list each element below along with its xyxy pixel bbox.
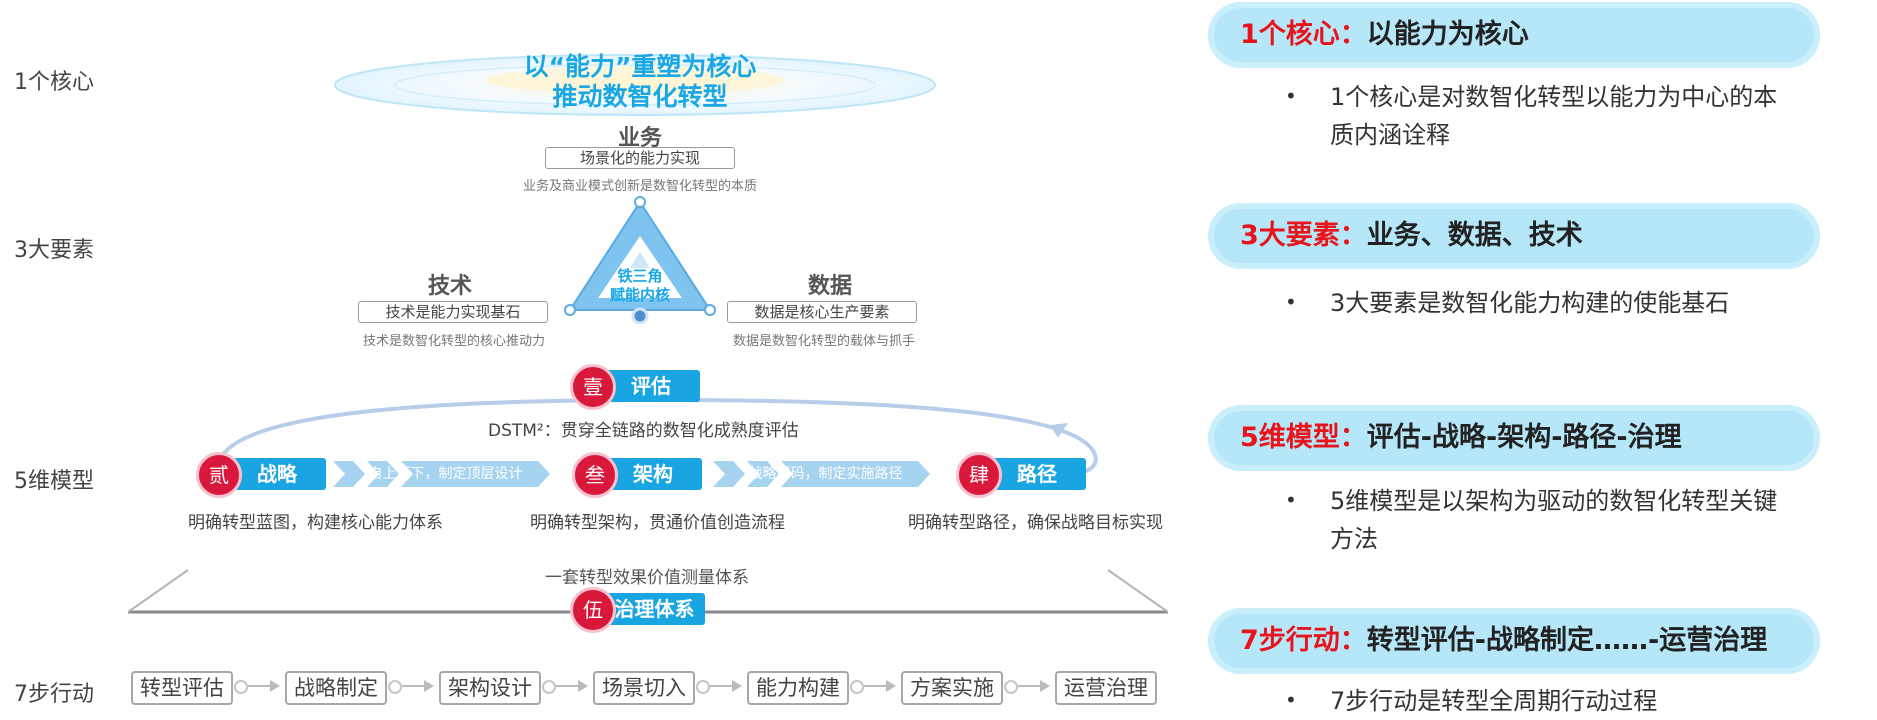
model-strategy-num: 贰 xyxy=(196,452,242,498)
model-architecture-desc: 明确转型架构，贯通价值创造流程 xyxy=(530,513,785,533)
business-desc: 业务及商业模式创新是数智化转型的本质 xyxy=(522,179,757,194)
model-path-chip: 路径 肆 xyxy=(956,452,1086,498)
row-label-elements: 3大要素 xyxy=(14,238,94,263)
summary-key: 3大要素： xyxy=(1240,220,1367,251)
model-governance-num: 伍 xyxy=(570,587,616,633)
step-connector-dot xyxy=(1004,680,1018,694)
model-cycle-arc xyxy=(218,397,1098,477)
step-4: 场景切入 xyxy=(593,671,695,705)
summary-key: 7步行动： xyxy=(1240,625,1367,656)
summary-core-line2: 质内涵诠释 xyxy=(1330,121,1450,149)
step-7: 运营治理 xyxy=(1055,671,1157,705)
summary-rest: 以能力为核心 xyxy=(1366,19,1529,50)
core-line1: 以“能力”重塑为核心 xyxy=(523,52,757,81)
bullet-icon: • xyxy=(1285,488,1297,512)
technology-title: 技术 xyxy=(427,274,472,299)
business-box: 场景化的能力实现 xyxy=(545,147,735,169)
model-arrow-band-1: 自上而下，制定顶层设计 xyxy=(333,461,558,487)
step-connector-dot xyxy=(696,680,710,694)
business-title: 业务 xyxy=(617,126,662,151)
summary-elements-line1: 3大要素是数智化能力构建的使能基石 xyxy=(1330,289,1730,317)
triangle-line1: 铁三角 xyxy=(617,267,663,285)
summary-rest: 业务、数据、技术 xyxy=(1366,220,1583,251)
step-connector xyxy=(710,685,732,687)
data-title: 数据 xyxy=(807,274,852,299)
triangle-line2: 赋能内核 xyxy=(609,286,670,304)
model-architecture-chip: 架构 叁 xyxy=(572,452,702,498)
step-connector-arrow-icon xyxy=(578,680,588,692)
step-connector-arrow-icon xyxy=(886,680,896,692)
summary-model-line1: 5维模型是以架构为驱动的数智化转型关键 xyxy=(1330,487,1778,515)
technology-box: 技术是能力实现基石 xyxy=(358,301,548,323)
step-5: 能力构建 xyxy=(747,671,849,705)
step-connector-arrow-icon xyxy=(732,680,742,692)
step-3: 架构设计 xyxy=(439,671,541,705)
model-assess-chip: 评估 壹 xyxy=(570,364,700,410)
step-connector-dot xyxy=(542,680,556,694)
step-connector xyxy=(556,685,578,687)
step-connector-dot xyxy=(850,680,864,694)
model-assess-desc: DSTM²：贯穿全链路的数智化成熟度评估 xyxy=(488,421,799,441)
step-connector-arrow-icon xyxy=(1040,680,1050,692)
core-line2: 推动数智化转型 xyxy=(552,82,728,111)
row-label-core: 1个核心 xyxy=(14,70,94,95)
governance-top-text: 一套转型效果价值测量体系 xyxy=(545,568,749,588)
model-path-desc: 明确转型路径，确保战略目标实现 xyxy=(908,513,1163,533)
summary-rest: 转型评估-战略制定……-运营治理 xyxy=(1366,625,1768,656)
model-governance-chip: 治理体系 伍 xyxy=(570,587,705,633)
technology-desc: 技术是数智化转型的核心推动力 xyxy=(362,334,545,349)
summary-key: 5维模型： xyxy=(1240,422,1367,453)
summary-model-line2: 方法 xyxy=(1330,525,1378,553)
model-arrow-band-2-text: 战略解码，制定实施路径 xyxy=(748,466,903,482)
step-connector xyxy=(1018,685,1040,687)
core-halo-graphic xyxy=(334,54,936,116)
step-1: 转型评估 xyxy=(131,671,233,705)
summary-pill-model: 5维模型：评估-战略-架构-路径-治理 xyxy=(1208,405,1820,471)
step-6: 方案实施 xyxy=(901,671,1003,705)
summary-pill-actions-text: 7步行动：转型评估-战略制定……-运营治理 xyxy=(1240,608,1767,674)
step-connector-dot xyxy=(234,680,248,694)
model-architecture-num: 叁 xyxy=(572,452,618,498)
data-box: 数据是核心生产要素 xyxy=(727,301,917,323)
step-connector-dot xyxy=(388,680,402,694)
summary-actions-line1: 7步行动是转型全周期行动过程 xyxy=(1330,687,1658,715)
step-connector-arrow-icon xyxy=(424,680,434,692)
summary-pill-elements: 3大要素：业务、数据、技术 xyxy=(1208,203,1820,269)
model-arrow-band-1-text: 自上而下，制定顶层设计 xyxy=(368,466,523,482)
bullet-icon: • xyxy=(1285,84,1297,108)
summary-pill-core-text: 1个核心：以能力为核心 xyxy=(1240,2,1529,68)
summary-core-line1: 1个核心是对数智化转型以能力为中心的本 xyxy=(1330,83,1778,111)
model-path-num: 肆 xyxy=(956,452,1002,498)
summary-pill-elements-text: 3大要素：业务、数据、技术 xyxy=(1240,203,1583,269)
summary-rest: 评估-战略-架构-路径-治理 xyxy=(1366,422,1682,453)
summary-pill-actions: 7步行动：转型评估-战略制定……-运营治理 xyxy=(1208,608,1820,674)
model-strategy-chip: 战略 贰 xyxy=(196,452,326,498)
step-connector xyxy=(248,685,270,687)
step-connector xyxy=(402,685,424,687)
model-strategy-desc: 明确转型蓝图，构建核心能力体系 xyxy=(188,513,443,533)
bullet-icon: • xyxy=(1285,290,1297,314)
bullet-icon: • xyxy=(1285,688,1297,712)
model-arrow-band-2: 战略解码，制定实施路径 xyxy=(713,461,938,487)
row-label-model: 5维模型 xyxy=(14,469,94,494)
step-connector xyxy=(864,685,886,687)
iron-triangle-graphic xyxy=(564,196,716,324)
row-label-actions: 7步行动 xyxy=(14,682,94,707)
summary-key: 1个核心： xyxy=(1240,19,1367,50)
summary-pill-core: 1个核心：以能力为核心 xyxy=(1208,2,1820,68)
step-connector-arrow-icon xyxy=(270,680,280,692)
data-desc: 数据是数智化转型的载体与抓手 xyxy=(732,334,915,349)
summary-pill-model-text: 5维模型：评估-战略-架构-路径-治理 xyxy=(1240,405,1682,471)
step-2: 战略制定 xyxy=(285,671,387,705)
model-assess-num: 壹 xyxy=(570,364,616,410)
